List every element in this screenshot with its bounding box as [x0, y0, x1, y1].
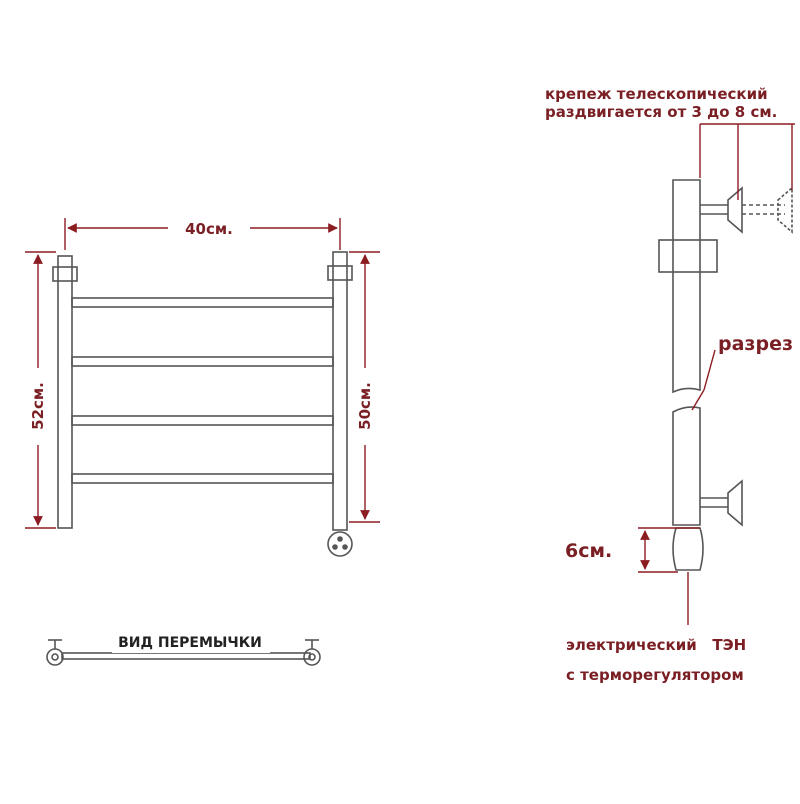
heater-plug-icon [327, 531, 353, 557]
heater-height-label: 6см. [565, 540, 612, 562]
lower-mount-cup-icon [727, 479, 743, 527]
front-view [52, 251, 353, 557]
rung-2 [71, 356, 334, 367]
right-post [332, 251, 348, 531]
height-right-label: 50см. [356, 382, 374, 430]
left-post-cap [52, 266, 78, 282]
jumper-left-clamp-icon [46, 639, 64, 666]
side-dimensions [638, 123, 795, 625]
jumper-right-clamp-icon [303, 639, 321, 666]
rung-1 [71, 297, 334, 308]
jumper-label: ВИД ПЕРЕМЫЧКИ [118, 635, 262, 651]
rung-3 [71, 415, 334, 426]
height-left-label: 52см. [29, 382, 47, 430]
jumper-bar [61, 652, 311, 660]
upper-mount-extended-cup-icon [777, 186, 793, 234]
heater-label-line2: с терморегулятором [566, 666, 744, 684]
left-post [57, 255, 73, 529]
section-label: разрез [718, 333, 793, 355]
width-label: 40см. [185, 220, 233, 238]
section-pointer [703, 349, 716, 391]
side-view [658, 179, 793, 571]
side-tube-lower [672, 406, 701, 526]
front-dimensions [25, 218, 380, 529]
right-post-cap [327, 265, 353, 281]
mount-label-line2: раздвигается от 3 до 8 см. [545, 103, 777, 121]
heater-body [672, 527, 704, 571]
upper-mount-cup-icon [727, 186, 743, 234]
mount-label-line1: крепеж телескопический [545, 85, 768, 103]
side-clamp-block [658, 239, 718, 273]
side-tube-upper [672, 179, 701, 394]
rung-4 [71, 473, 334, 484]
heater-label-line1: электрический ТЭН [566, 636, 746, 654]
